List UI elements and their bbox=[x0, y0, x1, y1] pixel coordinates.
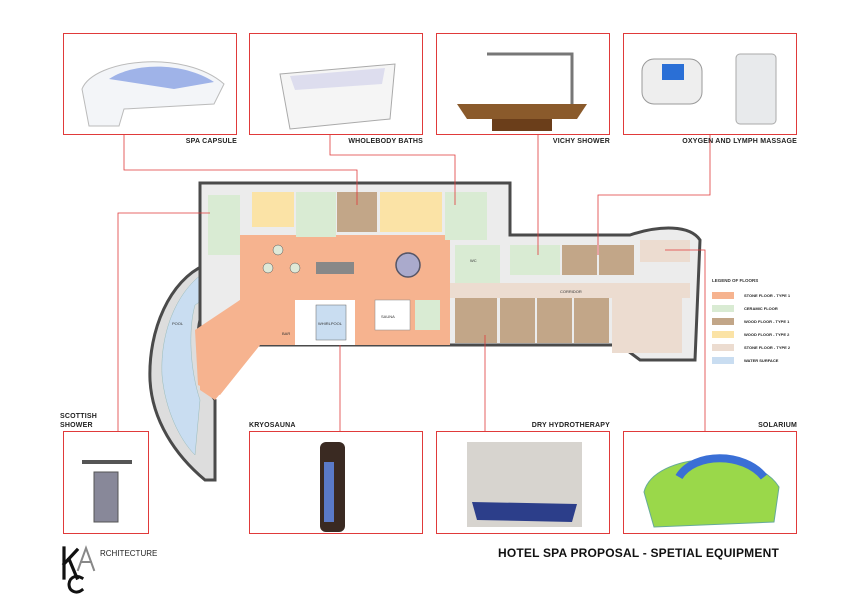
legend-swatch bbox=[712, 305, 734, 312]
vichy-shower-label: VICHY SHOWER bbox=[552, 138, 610, 145]
spa-capsule-photo bbox=[63, 33, 237, 135]
hall-end bbox=[612, 298, 682, 353]
wholebody-baths-label: WHOLEBODY BATHS bbox=[348, 138, 423, 145]
legend-item: STONE FLOOR - TYPE 1 bbox=[712, 289, 822, 302]
legend-label: CERAMIC FLOOR bbox=[744, 306, 778, 311]
legend-item: WOOD FLOOR - TYPE 1 bbox=[712, 315, 822, 328]
kca-logo: RCHITECTURE bbox=[60, 544, 170, 598]
hydro-room bbox=[455, 298, 497, 343]
vichy-shower-photo bbox=[436, 33, 610, 135]
massage-room-3 bbox=[599, 245, 634, 275]
oxygen-lymph-label: OXYGEN AND LYMPH MASSAGE bbox=[682, 138, 797, 145]
counter bbox=[316, 262, 354, 274]
bar-label: BAR bbox=[282, 331, 290, 336]
legend-swatch bbox=[712, 331, 734, 338]
kryosauna-photo bbox=[249, 431, 423, 534]
baths-room bbox=[380, 192, 442, 232]
wc-block bbox=[455, 245, 500, 283]
scottish-shower-label: SCOTTISH SHOWER bbox=[60, 413, 97, 429]
legend-item: WOOD FLOOR - TYPE 2 bbox=[712, 328, 822, 341]
legend-title: LEGEND OF FLOORS bbox=[712, 278, 759, 283]
dry-hydrotherapy-photo bbox=[436, 431, 610, 534]
legend-label: WOOD FLOOR - TYPE 1 bbox=[744, 319, 790, 324]
whirlpool-water bbox=[315, 304, 347, 341]
vichy-room bbox=[445, 192, 487, 240]
seat-3 bbox=[262, 262, 274, 274]
whirlpool-label: WHIRLPOOL bbox=[318, 321, 343, 326]
sauna-label: SAUNA bbox=[381, 314, 395, 319]
corridor bbox=[450, 283, 690, 298]
seat-2 bbox=[289, 262, 301, 274]
therapy-room-1 bbox=[500, 298, 535, 343]
logo-text: RCHITECTURE bbox=[100, 549, 158, 558]
therapy-room-2 bbox=[537, 298, 572, 343]
kryosauna-label: KRYOSAUNA bbox=[249, 422, 296, 429]
sauna-room bbox=[374, 299, 411, 331]
legend-label: STONE FLOOR - TYPE 1 bbox=[744, 293, 791, 298]
solarium-photo bbox=[623, 431, 797, 534]
ceramic-room-2 bbox=[296, 192, 336, 237]
kca-logo-mark bbox=[61, 545, 96, 594]
wholebody-baths-photo bbox=[249, 33, 423, 135]
round-pool bbox=[395, 252, 421, 278]
oxygen-lymph-photo bbox=[623, 33, 797, 135]
massage-room-1 bbox=[510, 245, 560, 275]
sheet-title: HOTEL SPA PROPOSAL - SPETIAL EQUIPMENT bbox=[498, 546, 779, 560]
dry-hydrotherapy-label: DRY HYDROTHERAPY bbox=[531, 422, 610, 429]
massage-room-2 bbox=[562, 245, 597, 275]
wc-label: WC bbox=[470, 258, 477, 263]
lounge-area bbox=[195, 300, 260, 395]
pool-water bbox=[161, 271, 226, 456]
solarium-room bbox=[640, 240, 690, 262]
seat-1 bbox=[272, 244, 284, 256]
legend-label: WOOD FLOOR - TYPE 2 bbox=[744, 332, 790, 337]
ceramic-room-1 bbox=[208, 195, 240, 255]
spa-capsule-label: SPA CAPSULE bbox=[185, 138, 237, 145]
solarium-label: SOLARIUM bbox=[758, 422, 797, 429]
connector-lines bbox=[117, 134, 711, 431]
legend-label: STONE FLOOR - TYPE 2 bbox=[744, 345, 791, 350]
legend-swatch bbox=[712, 357, 734, 364]
scottish-shower-photo bbox=[63, 431, 149, 534]
legend-item: STONE FLOOR - TYPE 2 bbox=[712, 341, 822, 354]
legend-swatch bbox=[712, 344, 734, 351]
steam-room bbox=[415, 300, 440, 330]
corridor-label: CORRIDOR bbox=[560, 289, 582, 294]
legend-swatch bbox=[712, 292, 734, 299]
legend-item: WATER SURFACE bbox=[712, 354, 822, 367]
legend-label: WATER SURFACE bbox=[744, 358, 779, 363]
therapy-room-3 bbox=[574, 298, 609, 343]
legend-item: CERAMIC FLOOR bbox=[712, 302, 822, 315]
relax-room bbox=[252, 192, 294, 227]
pool-label: POOL bbox=[172, 321, 184, 326]
floor-legend: LEGEND OF FLOORS STONE FLOOR - TYPE 1 CE… bbox=[712, 278, 822, 367]
legend-swatch bbox=[712, 318, 734, 325]
